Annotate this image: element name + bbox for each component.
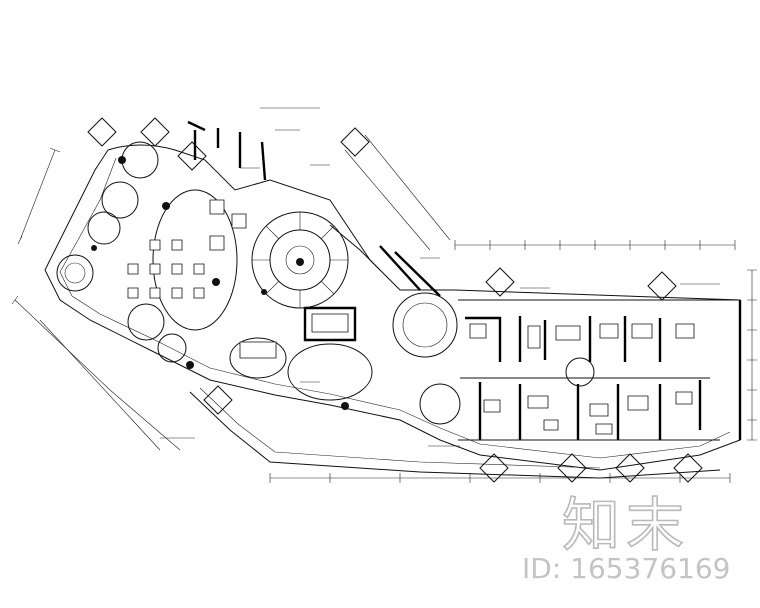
- building-outline: [44, 144, 742, 479]
- section-markers: [87, 117, 703, 483]
- round-features: [56, 141, 595, 425]
- dimension-lines: [11, 107, 757, 483]
- wall-segments: [187, 120, 702, 440]
- brand-watermark: 知末: [561, 490, 691, 560]
- furniture-tables: [127, 199, 695, 435]
- id-watermark: ID: 165376169: [522, 552, 731, 585]
- columns: [91, 156, 349, 410]
- callout-leaders: [160, 129, 720, 447]
- staircase: [251, 211, 381, 309]
